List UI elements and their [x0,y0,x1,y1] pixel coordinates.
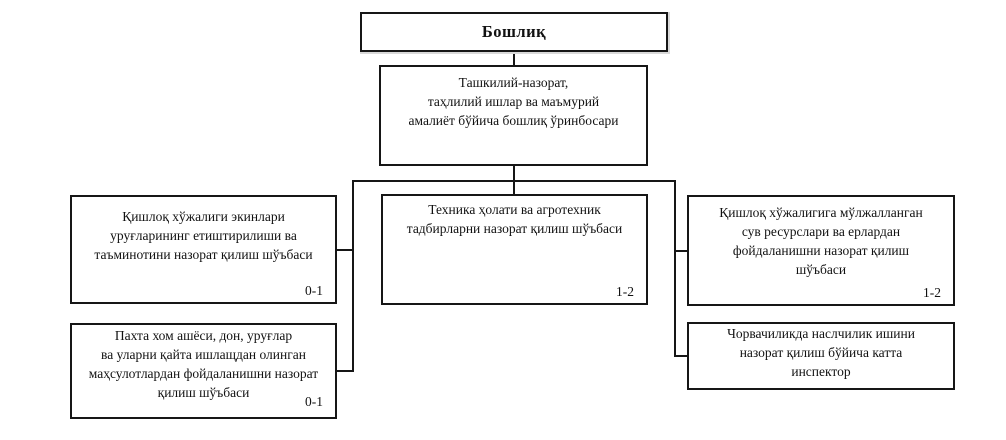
connector-right-stub-1 [674,250,687,252]
dept-technics-box: Техника ҳолати ва агротехник тадбирларни… [381,194,648,305]
connector-left-stub-1 [337,249,354,251]
deputy-label: Ташкилий-назорат, таҳлилий ишлар ва маъм… [408,75,619,128]
inspector-livestock-label: Чорвачиликда наслчилик ишини назорат қил… [727,326,915,379]
staff-count-badge: 1-2 [616,284,634,299]
connector-left-trunk [352,180,354,372]
dept-cotton-label: Пахта хом ашёси, дон, уруғлар ва уларни … [88,328,319,400]
connector-left-stub-2 [337,370,354,372]
staff-count-badge: 1-2 [923,285,941,300]
dept-technics-label: Техника ҳолати ва агротехник тадбирларни… [406,202,623,236]
root-box: Бошлиқ [360,12,668,52]
dept-seeds-label: Қишлоқ хўжалиги экинлари уруғларининг ет… [94,209,313,262]
dept-water-box: Қишлоқ хўжалигига мўлжалланган сув ресур… [687,195,955,306]
deputy-box: Ташкилий-назорат, таҳлилий ишлар ва маъм… [379,65,648,166]
connector-right-trunk [674,180,676,357]
staff-count-badge: 0-1 [305,394,323,409]
root-label: Бошлиқ [481,22,547,41]
connector-root-deputy [513,52,515,65]
connector-branch-horizontal [352,180,676,182]
inspector-livestock-box: Чорвачиликда наслчилик ишини назорат қил… [687,322,955,390]
dept-cotton-box: Пахта хом ашёси, дон, уруғлар ва уларни … [70,323,337,419]
connector-right-stub-2 [674,355,687,357]
dept-water-label: Қишлоқ хўжалигига мўлжалланган сув ресур… [719,205,923,277]
dept-seeds-box: Қишлоқ хўжалиги экинлари уруғларининг ет… [70,195,337,304]
staff-count-badge: 0-1 [305,283,323,298]
